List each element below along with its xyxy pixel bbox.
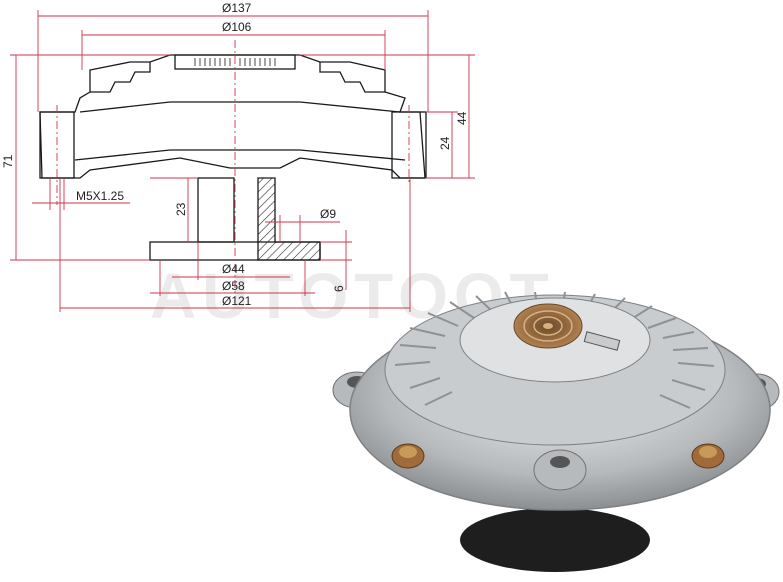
shaft	[197, 177, 235, 243]
dim-d44: Ø44	[222, 262, 245, 276]
technical-drawing	[39, 54, 427, 261]
cap-fins	[194, 58, 276, 66]
dim-d121: Ø121	[222, 294, 252, 308]
section-hatch	[257, 177, 321, 261]
spring-clip	[583, 331, 621, 351]
bolt-left	[391, 443, 425, 469]
dim-h23: 23	[174, 202, 188, 216]
inner-line-top	[79, 101, 401, 113]
hub-black	[460, 508, 650, 572]
dim-thread: M5X1.25	[76, 189, 124, 203]
body-outline	[39, 54, 426, 179]
inner-line-bottom	[74, 149, 406, 161]
ear-bottom-photo	[533, 449, 587, 491]
dim-d9: Ø9	[320, 207, 336, 221]
dimension-labels: Ø137 Ø106 71 44 24 M5X1.25 23 Ø9 Ø44 Ø58…	[1, 1, 469, 308]
dimension-lines	[10, 10, 475, 312]
dim-h44: 44	[455, 111, 469, 125]
step-lines-left	[90, 62, 151, 93]
dim-h6: 6	[332, 285, 346, 292]
fan-clutch-icon	[332, 291, 780, 572]
dim-d58: Ø58	[222, 279, 245, 293]
step-lines-right	[319, 62, 385, 93]
dim-h24: 24	[438, 136, 452, 150]
bolt-right	[691, 443, 725, 469]
dim-d106: Ø106	[222, 20, 252, 34]
dim-d137: Ø137	[222, 1, 252, 15]
centerlines	[56, 40, 410, 300]
dim-h71: 71	[1, 154, 15, 168]
